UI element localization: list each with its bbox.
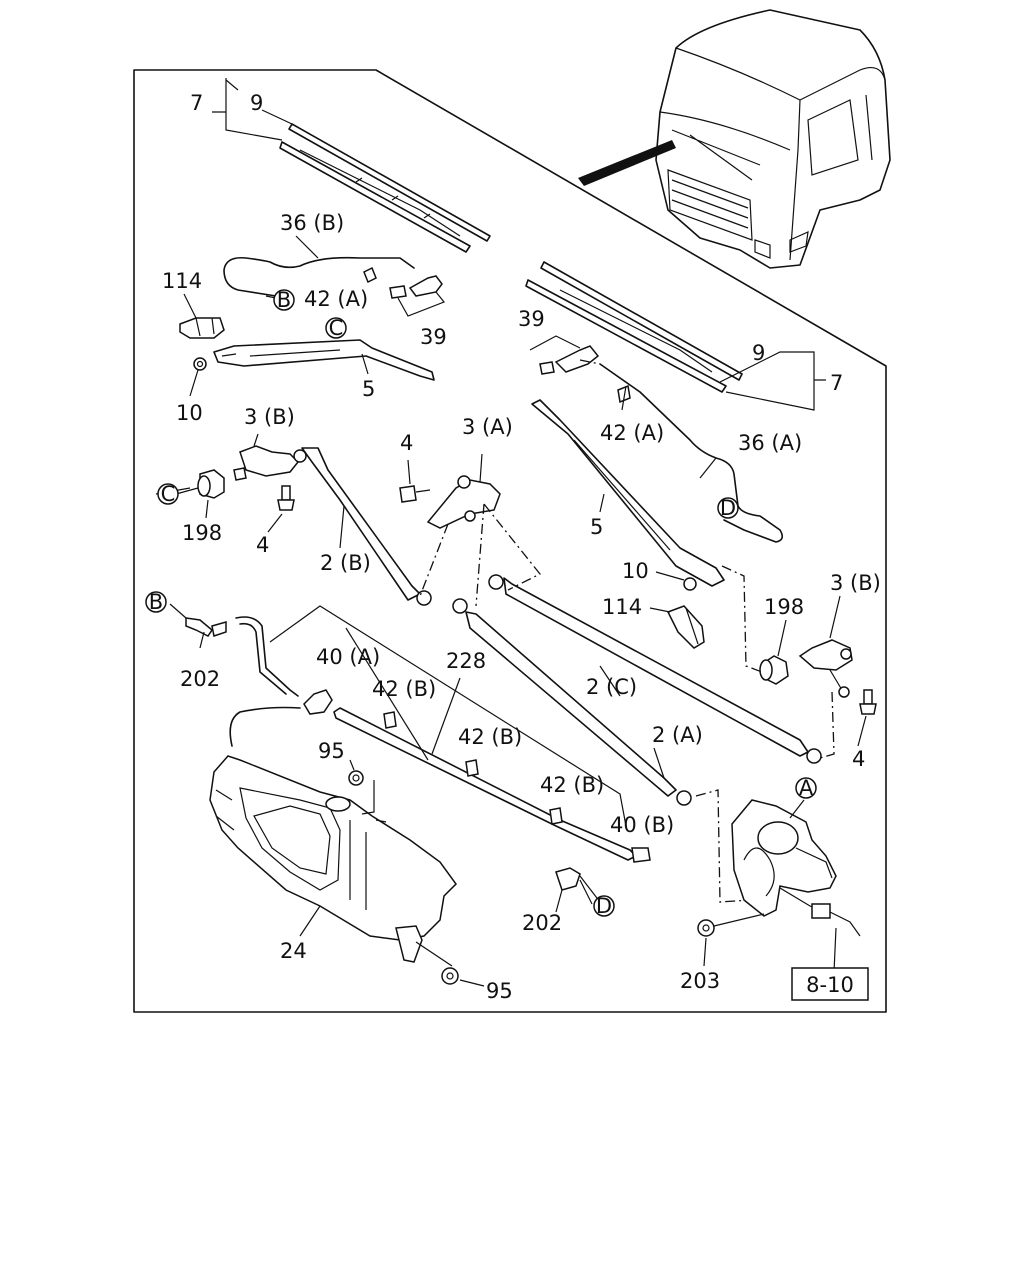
pivot-cap-114-right: [666, 605, 705, 649]
callout-42a-left: 42 (A): [304, 287, 368, 311]
callout-5-right: 5: [590, 515, 603, 539]
clip-42b-2: [465, 759, 479, 777]
wiper-arm-left: [193, 339, 435, 381]
wiper-blade-right: [525, 261, 743, 393]
callout-40a: 40 (A): [316, 645, 380, 669]
pivot-3b-left: [233, 433, 307, 481]
svg-text:A: A: [799, 776, 814, 800]
callout-40b: 40 (B): [610, 813, 674, 837]
callout-42b-2: 42 (B): [458, 725, 522, 749]
callout-3b-left: 3 (B): [244, 405, 295, 429]
connector-202-bottom: [555, 867, 601, 903]
nozzle-39-right: [529, 335, 600, 375]
reference-box: 8-10: [791, 967, 869, 1001]
wiper-blade-left: [279, 123, 491, 253]
pivot-cap-114-left: [179, 317, 225, 339]
clip-42b-1: [383, 711, 397, 729]
ref-marker-c-arm: C: [325, 316, 347, 340]
clip-42a-right: [617, 384, 631, 404]
ref-marker-c-left: C: [157, 482, 179, 506]
link-rod-2c: [488, 574, 822, 764]
callout-9-right: 9: [752, 341, 765, 365]
clip-42b-3: [549, 807, 563, 825]
svg-text:B: B: [149, 590, 163, 614]
callout-7-right: 7: [830, 371, 843, 395]
grommet-198-right: [759, 655, 789, 685]
callout-2c: 2 (C): [586, 675, 637, 699]
callout-39-right: 39: [518, 307, 545, 331]
truck-cab-illustration: [578, 9, 891, 269]
callout-7-top: 7: [190, 91, 203, 115]
connector-40a: [303, 689, 333, 715]
svg-text:B: B: [277, 288, 291, 312]
svg-text:C: C: [329, 316, 344, 340]
link-rod-2b: [301, 447, 432, 606]
callout-95-top: 95: [318, 739, 345, 763]
callout-42a-right: 42 (A): [600, 421, 664, 445]
callout-39-left: 39: [420, 325, 447, 349]
callout-4-right: 4: [852, 747, 865, 771]
wiper-motor: [731, 799, 861, 937]
callout-4-left: 4: [256, 533, 269, 557]
grommet-198-left: [197, 469, 225, 499]
callout-228: 228: [446, 649, 486, 673]
svg-text:8-10: 8-10: [806, 973, 854, 997]
callout-36a: 36 (A): [738, 431, 802, 455]
ref-marker-b-left: B: [145, 590, 167, 614]
callout-3b-right: 3 (B): [830, 571, 881, 595]
callout-42b-3: 42 (B): [540, 773, 604, 797]
callout-202-left: 202: [180, 667, 220, 691]
nozzle-39-left: [389, 275, 445, 317]
link-rod-2a: [452, 598, 692, 806]
callout-114-left: 114: [162, 269, 202, 293]
callout-4-mid: 4: [400, 431, 413, 455]
hose-36b: [223, 256, 415, 297]
callout-5-left: 5: [362, 377, 375, 401]
ref-marker-a-motor: A: [795, 776, 817, 800]
svg-text:C: C: [161, 482, 176, 506]
callout-42b-1: 42 (B): [372, 677, 436, 701]
wiper-arm-right: [531, 399, 725, 591]
bolt-4-left: [277, 485, 295, 511]
callout-10-left: 10: [176, 401, 203, 425]
callout-203: 203: [680, 969, 720, 993]
svg-text:D: D: [720, 496, 736, 520]
bolt-4-right: [859, 689, 877, 715]
washer-tank-24: [209, 755, 457, 963]
callout-198-right: 198: [764, 595, 804, 619]
callout-2a: 2 (A): [652, 723, 703, 747]
svg-text:D: D: [596, 894, 612, 918]
ref-marker-d-bottom: D: [593, 894, 615, 918]
connector-202-left: [185, 617, 227, 637]
nut-95-top: [348, 770, 364, 786]
callout-36b: 36 (B): [280, 211, 344, 235]
ref-marker-b-top: B: [273, 288, 295, 312]
callout-95-bottom: 95: [486, 979, 513, 1003]
callout-10-right: 10: [622, 559, 649, 583]
pivot-3a-center: [399, 453, 501, 529]
callout-9-top: 9: [250, 91, 263, 115]
ref-marker-d-hose: D: [717, 496, 739, 520]
callout-2b: 2 (B): [320, 551, 371, 575]
nut-203: [697, 919, 715, 937]
callout-202-bottom: 202: [522, 911, 562, 935]
callout-24: 24: [280, 939, 307, 963]
callout-3a: 3 (A): [462, 415, 513, 439]
diagram-frame: [133, 69, 887, 1013]
pivot-3b-right: [798, 639, 853, 698]
clip-42a-left: [363, 266, 377, 284]
callout-114-right: 114: [602, 595, 642, 619]
callout-198-left: 198: [182, 521, 222, 545]
nut-95-bottom: [441, 967, 459, 985]
